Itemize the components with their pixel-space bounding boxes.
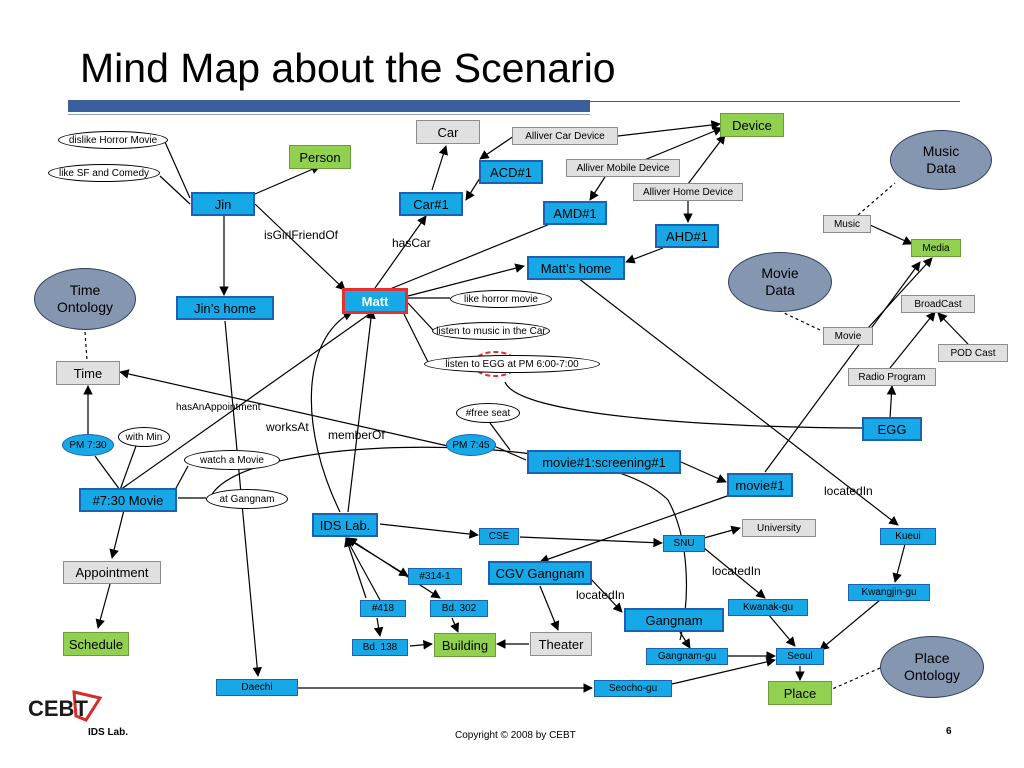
edge-label-is-girlfriend-of: isGirlFriendOf [264,228,339,242]
svg-text:CEBT: CEBT [28,696,88,721]
jins-home-node[interactable]: Jin’s home [176,296,274,320]
edge-label-located-in-2: locatedIn [712,564,761,578]
matt-node[interactable]: Matt [342,288,408,314]
edge-label-located-in-1: locatedIn [824,484,873,498]
matts-home-node[interactable]: Matt’s home [527,256,625,280]
kwangjin-gu-node[interactable]: Kwangjin-gu [848,584,930,601]
pm745-node[interactable]: PM 7:45 [446,434,496,456]
with-min-label: with Min [118,427,170,447]
university-class-node[interactable]: University [742,519,816,537]
car-class-node[interactable]: Car [416,120,480,144]
snu-node[interactable]: SNU [663,535,705,552]
page-title: Mind Map about the Scenario [80,45,616,91]
jin-node[interactable]: Jin [191,192,255,216]
pod-cast-class-node[interactable]: POD Cast [938,344,1008,362]
like-horror-label: like horror movie [450,290,552,308]
bd-302-node[interactable]: Bd. 302 [430,600,488,617]
cgv-gangnam-node[interactable]: CGV Gangnam [488,561,592,585]
movie-class-node[interactable]: Movie [823,327,873,345]
time-class-node[interactable]: Time [56,361,120,385]
appointment-class-node[interactable]: Appointment [63,561,161,584]
music-data-ontology[interactable]: Music Data [890,130,992,190]
ahd1-node[interactable]: AHD#1 [655,224,719,248]
alliver-car-device-node[interactable]: Alliver Car Device [512,127,618,145]
pm730-node[interactable]: PM 7:30 [62,434,114,456]
kwanak-gu-node[interactable]: Kwanak-gu [728,599,808,616]
at-gangnam-label: at Gangnam [206,489,288,509]
movie1-node[interactable]: movie#1 [727,473,793,497]
edge-label-has-an-appointment: hasAnAppointment [176,402,261,413]
device-class-node[interactable]: Device [720,113,784,137]
ids-lab-node[interactable]: IDS Lab. [312,513,378,537]
bd-138-node[interactable]: Bd. 138 [352,639,408,656]
like-sf-label: like SF and Comedy [48,164,160,182]
amd1-node[interactable]: AMD#1 [543,201,607,225]
media-class-node[interactable]: Media [911,239,961,257]
edge-label-has-car: hasCar [392,236,431,250]
alliver-mobile-device-node[interactable]: Alliver Mobile Device [566,159,680,177]
place-class-node[interactable]: Place [768,681,832,705]
broadcast-class-node[interactable]: BroadCast [901,295,975,313]
title-underline-rule [590,101,960,102]
gangnam-gu-node[interactable]: Gangnam-gu [646,648,728,665]
movie730-node[interactable]: #7:30 Movie [79,488,177,512]
seoul-node[interactable]: Seoul [776,648,824,665]
building-class-node[interactable]: Building [434,633,496,657]
gangnam-node[interactable]: Gangnam [624,608,724,632]
listen-car-label: listen to music in the Car [432,322,550,340]
acd1-node[interactable]: ACD#1 [479,160,543,184]
person-class-node[interactable]: Person [289,145,351,169]
daechi-node[interactable]: Daechi [216,679,298,696]
cse-node[interactable]: CSE [479,528,519,545]
car1-node[interactable]: Car#1 [399,192,463,216]
room-418-node[interactable]: #418 [360,600,406,617]
title-underline-thin [68,114,590,115]
theater-class-node[interactable]: Theater [530,632,592,656]
place-ontology[interactable]: Place Ontology [880,636,984,698]
footer-lab: IDS Lab. [88,727,129,738]
edge-label-located-in-3: locatedIn [576,588,625,602]
schedule-class-node[interactable]: Schedule [63,632,129,656]
radio-program-class-node[interactable]: Radio Program [848,368,936,386]
watch-movie-label: watch a Movie [184,450,280,470]
cebt-logo: CEBT [28,690,103,722]
page-number: 6 [946,726,952,737]
edge-label-member-of: memberOf [328,428,385,442]
time-ontology[interactable]: Time Ontology [34,268,136,330]
seocho-gu-node[interactable]: Seocho-gu [594,680,672,697]
footer-copyright: Copyright © 2008 by CEBT [455,730,576,741]
title-underline-bar [68,100,590,112]
screening-node[interactable]: movie#1:screening#1 [527,450,681,474]
kueui-node[interactable]: Kueui [880,528,936,545]
dislike-horror-label: dislike Horror Movie [58,131,168,149]
alliver-home-device-node[interactable]: Alliver Home Device [633,183,743,201]
edge-label-works-at: worksAt [266,420,309,434]
free-seat-label: #free seat [456,403,520,423]
listen-egg-label: listen to EGG at PM 6:00-7:00 [424,355,600,373]
egg-node[interactable]: EGG [862,417,922,441]
room-314-node[interactable]: #314-1 [408,568,462,585]
movie-data-ontology[interactable]: Movie Data [728,252,832,312]
music-class-node[interactable]: Music [823,215,871,233]
